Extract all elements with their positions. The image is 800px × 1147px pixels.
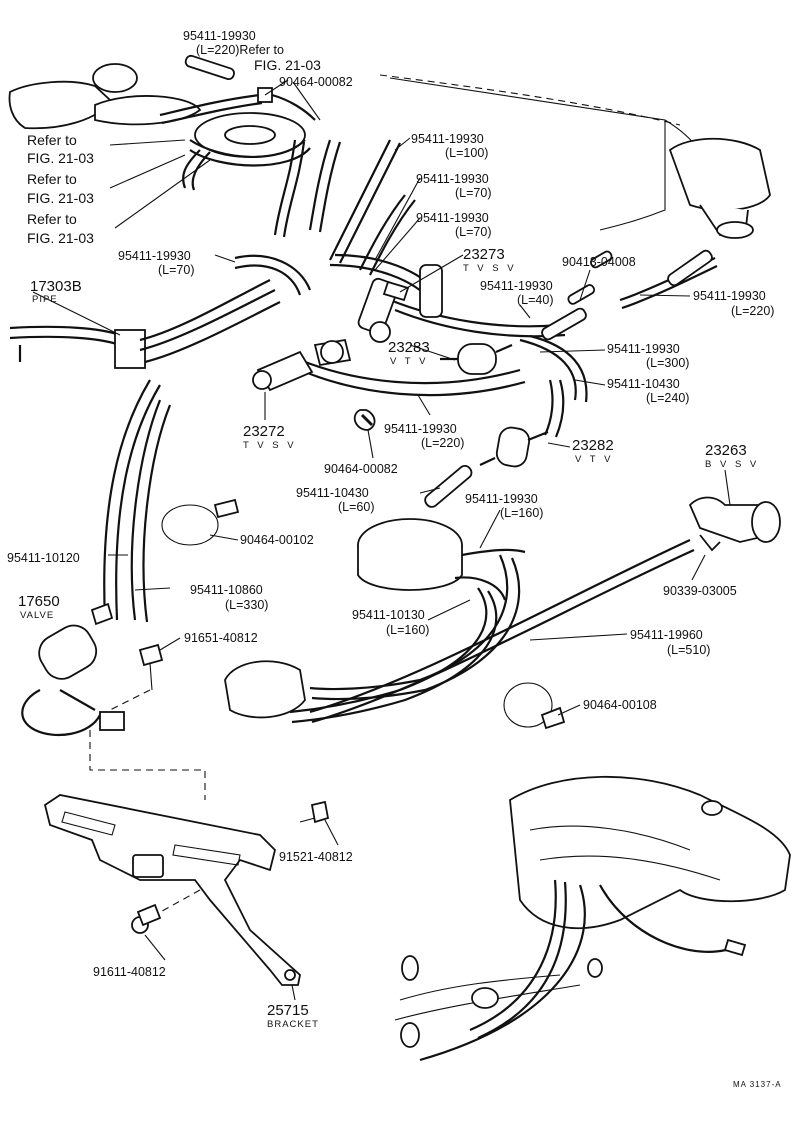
bolt-91521-40812 — [299, 800, 330, 824]
label-95411-10430-l240: 95411-10430 — [607, 377, 680, 391]
label-95411-19930-l220b: 95411-19930 — [693, 289, 766, 303]
label-25715: 25715 — [267, 1002, 309, 1019]
label-95411-19930-l220c: 95411-19930 — [384, 422, 457, 436]
label-95411-19960: 95411-19960 — [630, 628, 703, 642]
figure-code: MA 3137-A — [733, 1080, 782, 1089]
lower-long-hoses — [224, 539, 695, 724]
label-refer-2b: FIG. 21-03 — [27, 190, 94, 206]
label-95411-19930-l70b: 95411-19930 — [416, 211, 489, 225]
label-refer-2a: Refer to — [27, 171, 77, 187]
label-95411-19930-l100-len: (L=100) — [445, 146, 488, 160]
label-refer-1a: Refer to — [27, 132, 77, 148]
label-90413-04008: 90413-04008 — [562, 255, 636, 269]
label-23273-sub: T V S V — [463, 263, 517, 274]
vacuum-canister — [357, 518, 526, 601]
label-95411-19930-l220b-len: (L=220) — [731, 304, 774, 318]
diagram-artwork — [8, 54, 791, 1062]
upper-hoses — [159, 54, 316, 191]
label-95411-19930-l40: 95411-19930 — [480, 279, 553, 293]
label-95411-19930-l160: 95411-19930 — [465, 492, 538, 506]
label-95411-19930-l300-len: (L=300) — [646, 356, 689, 370]
label-90464-00082-lower: 90464-00082 — [324, 462, 398, 476]
tvsv-23273-part — [357, 277, 410, 343]
label-95411-19930-l70a-len: (L=70) — [455, 186, 491, 200]
assembly-dashed-lines — [89, 74, 681, 916]
label-95411-10860: 95411-10860 — [190, 583, 263, 597]
label-95411-19930-l300: 95411-19930 — [607, 342, 680, 356]
label-17650-sub: VALVE — [20, 610, 54, 621]
label-95411-10430-l240-len: (L=240) — [646, 391, 689, 405]
label-95411-19930-l70c: 95411-19930 — [118, 249, 191, 263]
leader-lines — [32, 79, 731, 1001]
hose-95411-10430-60 — [424, 464, 473, 508]
label-23263: 23263 — [705, 442, 747, 459]
label-95411-19930-l100: 95411-19930 — [411, 132, 484, 146]
label-95411-19930-l220a: 95411-19930 — [183, 29, 256, 43]
label-95411-19960-len: (L=510) — [667, 643, 710, 657]
label-95411-19930-l220a-len: (L=220)Refer to — [196, 43, 284, 57]
label-23272: 23272 — [243, 423, 285, 440]
vtv-23282-part — [479, 426, 549, 468]
label-95411-10120: 95411-10120 — [7, 551, 80, 565]
label-91611-40812: 91611-40812 — [93, 965, 166, 979]
label-90339-03005: 90339-03005 — [663, 584, 737, 598]
vacuum-hose-bundle — [234, 139, 713, 438]
bolt-91651-40812 — [138, 643, 164, 691]
label-23283: 23283 — [388, 339, 430, 356]
label-95411-19930-l70c-len: (L=70) — [158, 263, 194, 277]
clip-90464-00102 — [161, 498, 240, 546]
label-95411-19930-l70a: 95411-19930 — [416, 172, 489, 186]
label-95411-19930-l70b-len: (L=70) — [455, 225, 491, 239]
label-90464-00102: 90464-00102 — [240, 533, 314, 547]
label-17650: 17650 — [18, 593, 60, 610]
long-hoses-left — [21, 379, 172, 737]
engine-inset — [394, 775, 791, 1062]
label-95411-19930-l160-len: (L=160) — [500, 506, 543, 520]
label-90464-00082-top: 90464-00082 — [279, 75, 353, 89]
label-23282-sub: V T V — [575, 454, 613, 465]
label-91651-40812: 91651-40812 — [184, 631, 258, 645]
clip-90464-00082-lower — [353, 409, 376, 431]
vtv-23283-part — [440, 343, 513, 375]
air-cleaner-duct — [8, 63, 311, 167]
label-95411-10860-len: (L=330) — [225, 598, 268, 612]
label-95411-10130-len: (L=160) — [386, 623, 429, 637]
label-95411-10130: 95411-10130 — [352, 608, 425, 622]
label-refer-3b: FIG. 21-03 — [27, 230, 94, 246]
label-17303b: 17303B — [30, 278, 82, 295]
bolt-91611-40812 — [131, 903, 162, 934]
label-refer-1b: FIG. 21-03 — [27, 150, 94, 166]
label-25715-sub: BRACKET — [267, 1019, 319, 1030]
label-91521-40812: 91521-40812 — [279, 850, 353, 864]
label-95411-19930-l40-len: (L=40) — [517, 293, 553, 307]
label-23282: 23282 — [572, 437, 614, 454]
label-90464-00108: 90464-00108 — [583, 698, 657, 712]
label-refer-3a: Refer to — [27, 211, 77, 227]
label-95411-19930-l220c-len: (L=220) — [421, 436, 464, 450]
engine-outline — [389, 77, 771, 310]
label-95411-10430-l60: 95411-10430 — [296, 486, 369, 500]
part-labels: 95411-19930 (L=220)Refer to FIG. 21-03 9… — [7, 29, 782, 1089]
label-17303b-sub: PIPE — [32, 294, 58, 305]
label-23283-sub: V T V — [390, 356, 428, 367]
bracket-25715-part — [43, 794, 301, 986]
label-refer-fig-top: FIG. 21-03 — [254, 57, 321, 73]
bvsv-23263-part — [688, 496, 781, 552]
label-95411-10430-l60-len: (L=60) — [338, 500, 374, 514]
tvsv-23272-part — [252, 338, 352, 392]
clip-90464-00108 — [503, 682, 566, 730]
label-23273: 23273 — [463, 246, 505, 263]
valve-17650-part — [38, 602, 125, 731]
pipe-17303b-part — [9, 279, 281, 369]
label-23263-sub: B V S V — [705, 459, 759, 470]
label-23272-sub: T V S V — [243, 440, 297, 451]
